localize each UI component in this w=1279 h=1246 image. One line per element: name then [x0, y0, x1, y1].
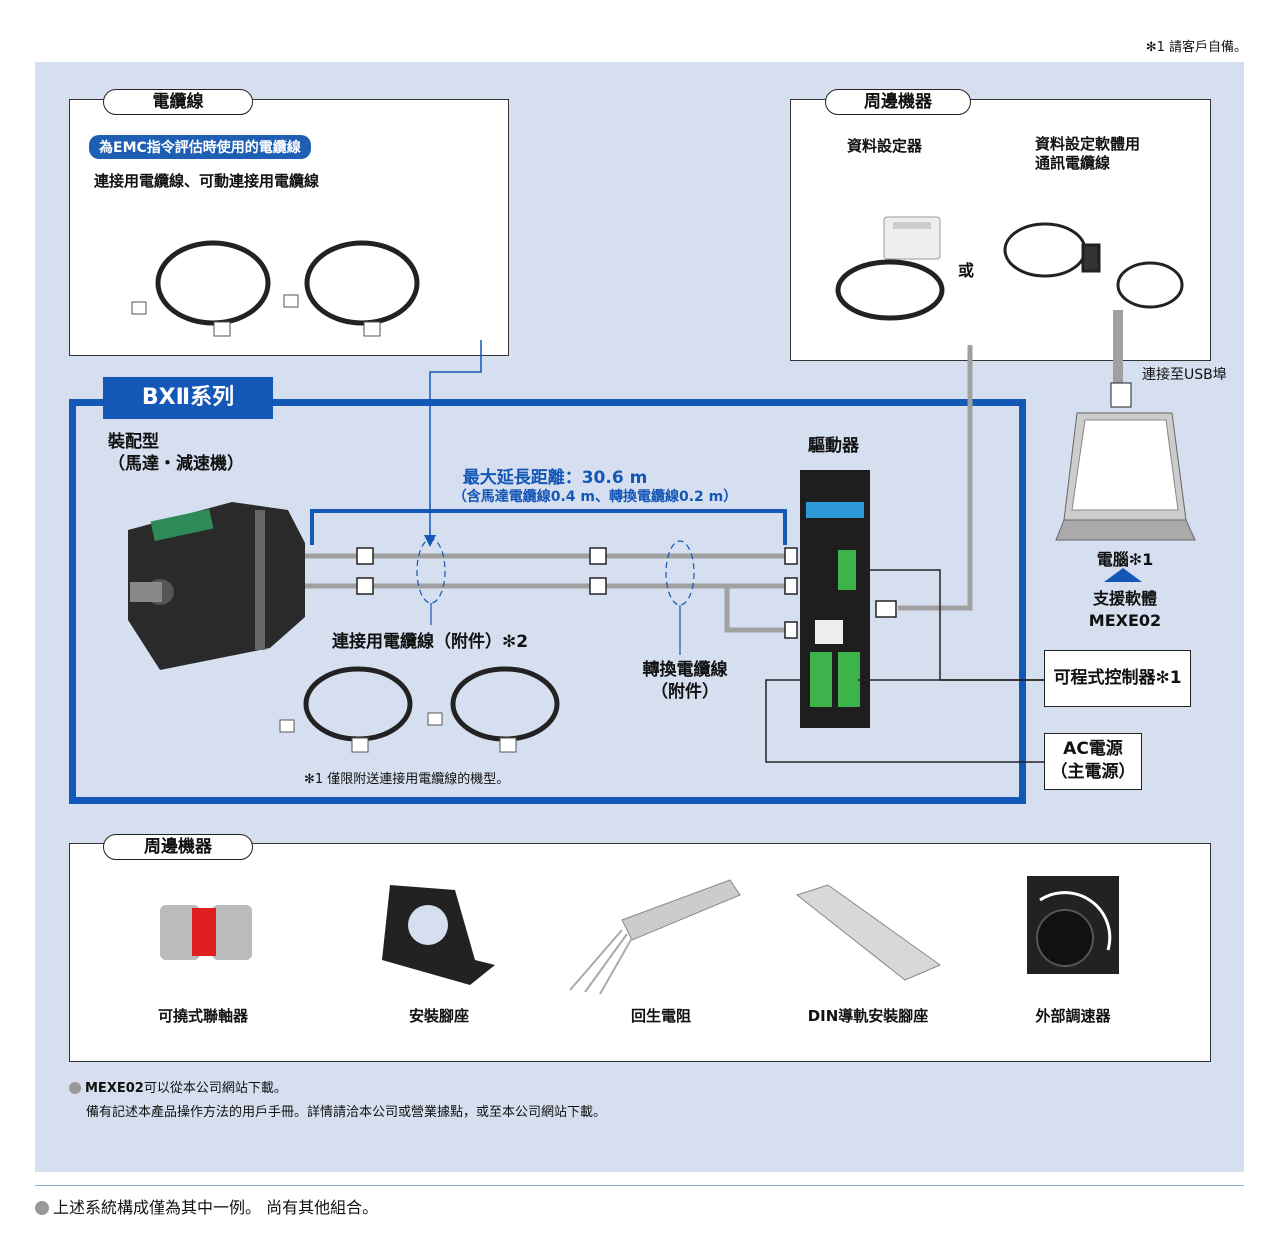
peripheral-bottom-box [69, 843, 1211, 1062]
emc-badge: 為EMC指令評估時使用的電纜線 [89, 135, 311, 159]
bx-series-title: BXⅡ系列 [103, 377, 273, 419]
divider [35, 1185, 1244, 1186]
peripheral-bottom-title: 周邊機器 [103, 834, 253, 860]
top-footnote: ✻1 請客戶自備。 [1145, 40, 1247, 55]
note-manual: 備有記述本產品操作方法的用戶手冊。詳情請洽本公司或營業據點，或至本公司網站下載。 [86, 1105, 607, 1120]
software-cable-line1: 資料設定軟體用 [1035, 135, 1141, 153]
series-footnote: ✻1 僅限附送連接用電纜線的機型。 [304, 772, 510, 787]
driver-label: 驅動器 [808, 436, 859, 456]
pc-label: 電腦✻1 [1096, 550, 1154, 569]
max-length-line1: 最大延長距離：30.6 m [462, 468, 648, 488]
item-mounting-bracket: 安裝腳座 [408, 1007, 469, 1025]
item-din-rail: DIN導軌安裝腳座 [807, 1007, 929, 1025]
bullet-icon [69, 1082, 81, 1094]
item-regen-resistor: 回生電阻 [630, 1007, 691, 1025]
connection-cable-label: 連接用電纜線（附件）✻2 [332, 632, 529, 652]
ac-power-box: AC電源 （主電源） [1044, 733, 1142, 790]
conversion-cable-label: 轉換電纜線 （附件） [615, 659, 755, 703]
item-coupling: 可撓式聯軸器 [157, 1007, 248, 1025]
conversion-cable-line1: 轉換電纜線 [642, 660, 728, 680]
cables-box-title: 電纜線 [103, 89, 253, 115]
conversion-cable-line2: （附件） [651, 682, 719, 702]
note-mexe-rest: 可以從本公司網站下載。 [143, 1081, 287, 1096]
bottom-note: 上述系統構成僅為其中一例。 尚有其他組合。 [35, 1194, 378, 1218]
usb-label: 連接至USB埠 [1142, 367, 1227, 383]
software-cable-label: 資料設定軟體用 通訊電纜線 [1035, 135, 1140, 173]
support-line1: 支援軟體 [1092, 589, 1157, 608]
motor-label: 裝配型 （馬達・減速機） [108, 431, 244, 475]
cables-subtitle: 連接用電纜線、可動連接用電纜線 [94, 172, 320, 190]
or-label: 或 [958, 261, 975, 280]
motor-label-line1: 裝配型 [108, 432, 159, 452]
note-mexe: MEXE02可以從本公司網站下載。 [69, 1077, 287, 1096]
item-speed-potentiometer: 外部調速器 [1035, 1007, 1111, 1025]
max-length-line2: （含馬達電纜線0.4 m、轉換電纜線0.2 m） [452, 489, 738, 505]
bullet-icon [35, 1201, 49, 1215]
support-line2: MEXE02 [1088, 611, 1162, 630]
bottom-note-text: 上述系統構成僅為其中一例。 尚有其他組合。 [53, 1198, 379, 1217]
note-mexe-bold: MEXE02 [85, 1081, 144, 1096]
ac-power-line1: AC電源 [1063, 739, 1123, 759]
peripheral-top-title: 周邊機器 [825, 89, 971, 115]
ac-power-line2: （主電源） [1050, 762, 1136, 782]
data-setter-label: 資料設定器 [847, 137, 923, 155]
software-cable-line2: 通訊電纜線 [1035, 154, 1111, 172]
support-software: 支援軟體 MEXE02 [1070, 588, 1180, 632]
plc-box: 可程式控制器✻1 [1044, 650, 1191, 707]
motor-label-line2: （馬達・減速機） [108, 454, 244, 474]
